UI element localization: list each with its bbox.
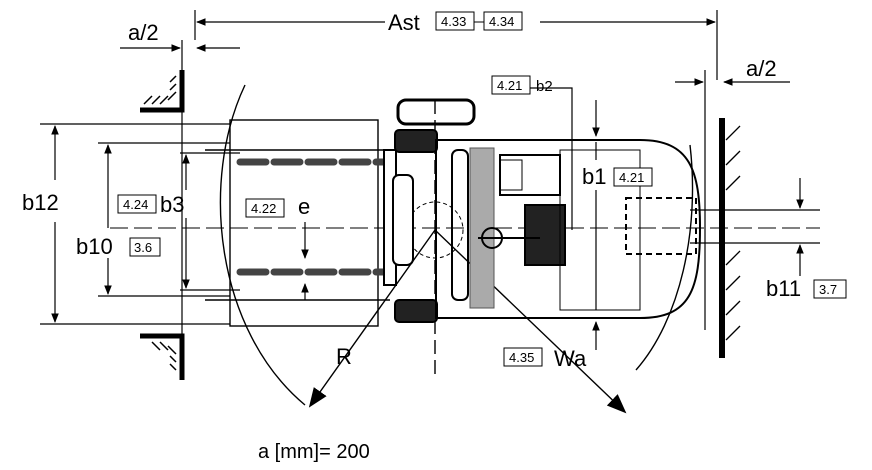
- b10-dimension: [98, 142, 230, 297]
- b1-ref: 4.21: [619, 170, 644, 185]
- wa-ref-box: [503, 347, 543, 367]
- forks: [236, 158, 392, 276]
- b11-dimension: [690, 178, 820, 276]
- b10-ref-box: [129, 237, 161, 257]
- b3-dimension: [180, 152, 240, 291]
- r-label: R: [336, 344, 352, 369]
- b11-ref-box: [813, 279, 847, 299]
- wall-right: [719, 118, 741, 358]
- b11-label: b11: [766, 276, 801, 301]
- b2-label: b2: [536, 78, 553, 95]
- rack-corner-bottom: [140, 333, 185, 380]
- b2-ref-box: [491, 75, 531, 95]
- wa-ref: 4.35: [509, 350, 534, 365]
- a-half-right-label: a/2: [746, 56, 777, 81]
- ast-ref-2: 4.34: [489, 14, 514, 29]
- b2-ref: 4.21: [497, 78, 522, 93]
- b12-label: b12: [22, 190, 59, 215]
- a-half-left-label: a/2: [128, 20, 159, 45]
- e-ref: 4.22: [251, 201, 276, 216]
- ast-ref-boxes: 4.33 4.34: [435, 11, 523, 31]
- turning-radius-arc: [110, 84, 820, 414]
- b3-ref: 4.24: [123, 197, 148, 212]
- b10-label: b10: [76, 234, 113, 259]
- b11-ref: 3.7: [819, 282, 837, 297]
- load-pallet: [205, 119, 390, 327]
- b12-dimension: [40, 123, 230, 325]
- rack-corner-top: [140, 70, 185, 113]
- b1-label: b1: [582, 164, 606, 189]
- e-label: e: [298, 194, 310, 219]
- truck-body: [394, 98, 702, 323]
- b3-label: b3: [160, 192, 184, 217]
- caption-a-value: a [mm]= 200: [258, 441, 370, 463]
- ast-ref-1: 4.33: [441, 14, 466, 29]
- wa-label: Wa: [554, 346, 587, 371]
- a-half-right-dimension: [675, 70, 790, 330]
- b3-ref-box: [117, 194, 157, 214]
- b10-ref: 3.6: [134, 240, 152, 255]
- ast-label: Ast: [388, 10, 420, 35]
- b1-ref-box: [613, 167, 653, 187]
- e-ref-box: [245, 198, 285, 218]
- ast-dimension: [194, 10, 718, 80]
- fork-carriage: [383, 149, 414, 286]
